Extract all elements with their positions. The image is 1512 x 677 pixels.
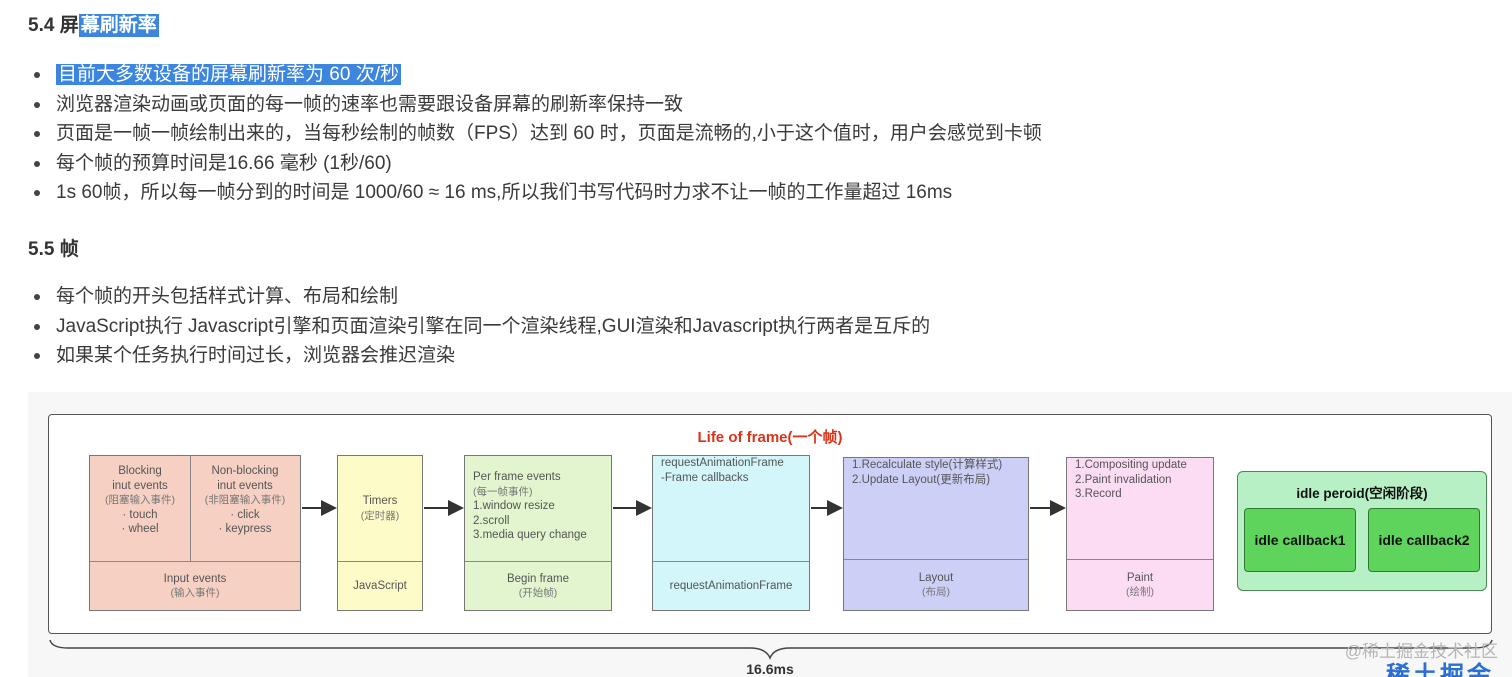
- timers-box: Timers (定时器) JavaScript: [337, 455, 423, 611]
- input-events-box: Blocking inut events (阻塞输入事件) · touch · …: [89, 455, 301, 611]
- javascript-label: JavaScript: [353, 579, 407, 592]
- begin-frame-label: Begin frame (开始帧): [506, 572, 569, 600]
- raf-callbacks: requestAnimationFrame -Frame callbacks: [661, 457, 784, 484]
- watermark: @稀土掘金技术社区: [1344, 642, 1498, 661]
- request-animation-frame-box: requestAnimationFrame -Frame callbacks r…: [652, 455, 810, 611]
- non-blocking-events: Non-blocking inut events (非阻塞输入事件) · cli…: [204, 465, 286, 535]
- logo: 稀土掘金: [1386, 662, 1494, 677]
- layout-box: 1.Recalculate style(计算样式) 2.Update Layou…: [843, 457, 1029, 611]
- paint-box: 1.Compositing update 2.Paint invalidatio…: [1066, 457, 1214, 611]
- timers-label: Timers (定时器): [360, 495, 400, 522]
- input-events-label: Input events (输入事件): [163, 572, 227, 600]
- paint-label: Paint (绘制): [1126, 571, 1154, 599]
- duration-bracket: [49, 639, 1493, 660]
- duration-label: 16.6ms: [746, 661, 794, 677]
- paint-steps: 1.Compositing update 2.Paint invalidatio…: [1075, 459, 1187, 500]
- raf-label: requestAnimationFrame: [669, 579, 793, 592]
- life-of-frame-diagram: Life of frame(一个帧) Blocking inut events …: [48, 414, 1492, 634]
- list-item: 浏览器渲染动画或页面的每一帧的速率也需要跟设备屏幕的刷新率保持一致: [30, 90, 1042, 120]
- idle-callback-1: idle callback1: [1244, 508, 1356, 572]
- list-item: JavaScript执行 Javascript引擎和页面渲染引擎在同一个渲染线程…: [30, 312, 930, 342]
- refresh-rate-list: 目前大多数设备的屏幕刷新率为 60 次/秒 浏览器渲染动画或页面的每一帧的速率也…: [30, 60, 1042, 208]
- layout-label: Layout (布局): [918, 571, 954, 599]
- begin-frame-box: Per frame events (每一帧事件) 1.window resize…: [464, 455, 612, 611]
- idle-callback-2: idle callback2: [1368, 508, 1480, 572]
- heading-highlight: 幕刷新率: [78, 14, 159, 37]
- list-item: 如果某个任务执行时间过长，浏览器会推迟渲染: [30, 341, 930, 371]
- idle-period-title: idle peroid(空闲阶段): [1296, 486, 1428, 501]
- layout-steps: 1.Recalculate style(计算样式) 2.Update Layou…: [852, 459, 1003, 486]
- blocking-events: Blocking inut events (阻塞输入事件) · touch · …: [105, 465, 175, 535]
- per-frame-events: Per frame events (每一帧事件) 1.window resize…: [473, 471, 587, 541]
- list-item: 页面是一帧一帧绘制出来的，当每秒绘制的帧数（FPS）达到 60 时，页面是流畅的…: [30, 119, 1042, 149]
- diagram-title: Life of frame(一个帧): [697, 429, 843, 446]
- list-item: 每个帧的开头包括样式计算、布局和绘制: [30, 282, 930, 312]
- idle-period-box: idle peroid(空闲阶段) idle callback1 idle ca…: [1237, 471, 1487, 591]
- flow-arrows: [302, 500, 1066, 516]
- frame-list: 每个帧的开头包括样式计算、布局和绘制 JavaScript执行 Javascri…: [30, 282, 930, 371]
- list-item: 每个帧的预算时间是16.66 毫秒 (1秒/60): [30, 149, 1042, 179]
- diagram-panel: Life of frame(一个帧) Blocking inut events …: [28, 392, 1512, 677]
- list-item: 1s 60帧，所以每一帧分到的时间是 1000/60 ≈ 16 ms,所以我们书…: [30, 178, 1042, 208]
- list-item: 目前大多数设备的屏幕刷新率为 60 次/秒: [30, 60, 1042, 90]
- section-heading-5-4: 5.4 屏幕刷新率: [28, 14, 159, 37]
- section-heading-5-5: 5.5 帧: [28, 239, 79, 260]
